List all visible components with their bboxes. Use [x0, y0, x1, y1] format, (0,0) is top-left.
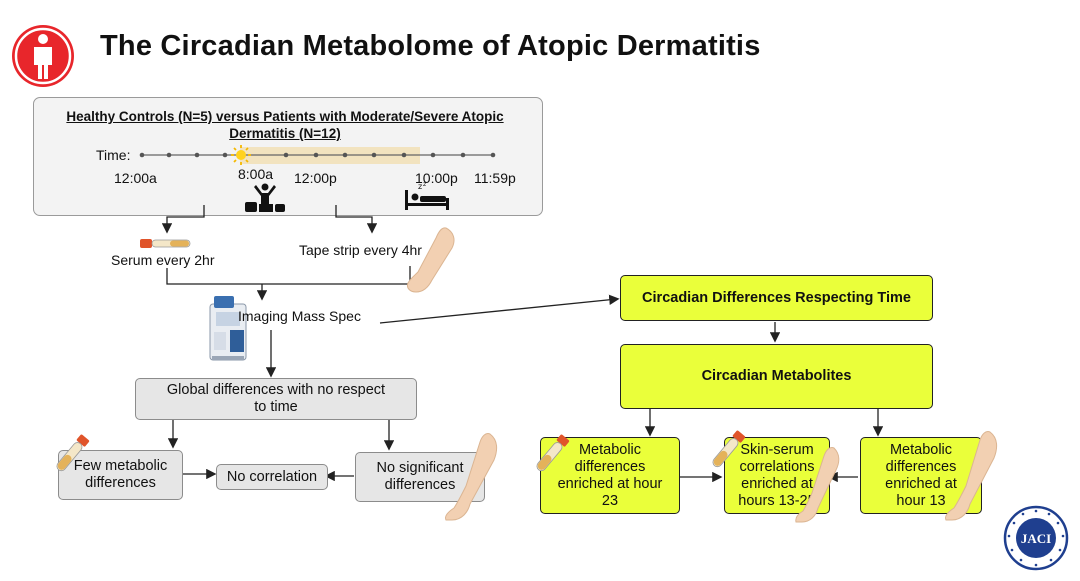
global-differences-text: Global differences with no respect to ti…	[166, 382, 386, 415]
tick-label-3: 12:00p	[294, 170, 337, 186]
circadian-respecting-time-box: Circadian Differences Respecting Time	[620, 275, 933, 321]
circadian-metabolites-text: Circadian Metabolites	[701, 368, 852, 384]
leg-icon	[440, 432, 502, 522]
global-differences-box: Global differences with no respect to ti…	[135, 378, 417, 420]
test-tube-icon-3	[706, 428, 748, 472]
tick-label-4: 10:00p	[415, 170, 458, 186]
no-significant-differences-text: No significant differences	[376, 460, 464, 493]
mass-spec-instrument-icon	[206, 296, 250, 364]
hour-23-text: Metabolic differences enriched at hour 2…	[557, 441, 663, 509]
page-title: The Circadian Metabolome of Atopic Derma…	[100, 30, 761, 62]
bed-sleep-icon: z z	[404, 180, 450, 212]
no-correlation-box: No correlation	[216, 464, 328, 490]
person-icon	[10, 23, 76, 89]
jaci-logo: JACI	[1003, 505, 1069, 571]
arm-icon	[398, 226, 460, 296]
svg-text:z: z	[423, 181, 426, 188]
svg-text:z: z	[418, 182, 422, 191]
serum-tube-icon	[140, 236, 196, 250]
svg-text:JACI: JACI	[1021, 531, 1051, 546]
hour-23-box: Metabolic differences enriched at hour 2…	[540, 437, 680, 514]
study-heading: Healthy Controls (N=5) versus Patients w…	[66, 109, 504, 141]
leg-icon-3	[940, 430, 1002, 522]
imaging-mass-spec-label: Imaging Mass Spec	[238, 308, 361, 324]
hour-13-text: Metabolic differences enriched at hour 1…	[885, 441, 957, 509]
few-metabolic-differences-text: Few metabolic differences	[73, 458, 168, 491]
wake-up-icon	[245, 182, 285, 214]
tick-label-2: 8:00a	[238, 166, 274, 182]
time-label: Time:	[96, 147, 131, 163]
few-metabolic-differences-box: Few metabolic differences	[58, 450, 183, 500]
tick-label-1: 12:00a	[114, 170, 157, 186]
test-tube-icon	[50, 432, 92, 476]
tick-label-5: 11:59p	[474, 170, 516, 186]
circadian-respecting-time-text: Circadian Differences Respecting Time	[642, 289, 911, 306]
leg-icon-2	[792, 446, 842, 524]
serum-label: Serum every 2hr	[111, 252, 215, 268]
no-correlation-text: No correlation	[226, 468, 318, 485]
sun-icon	[230, 144, 252, 166]
tape-strip-label: Tape strip every 4hr	[299, 242, 422, 258]
circadian-metabolites-box: Circadian Metabolites	[620, 344, 933, 409]
skin-serum-text: Skin-serum correlations enriched at hour…	[738, 441, 816, 509]
test-tube-icon-2	[530, 432, 572, 476]
